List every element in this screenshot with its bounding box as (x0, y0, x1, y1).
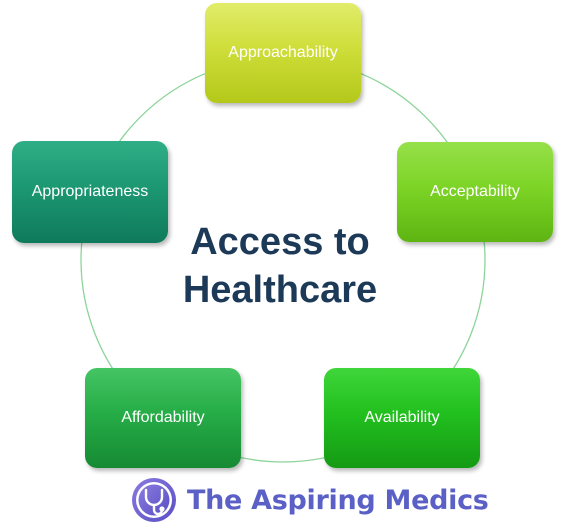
center-title: Access to Healthcare (130, 218, 430, 314)
node-label: Acceptability (430, 183, 520, 200)
brand-footer: The Aspiring Medics (131, 476, 489, 524)
node-label: Approachability (228, 44, 338, 61)
node-label: Availability (364, 409, 440, 426)
node-acceptability: Acceptability (397, 142, 553, 242)
node-affordability: Affordability (85, 368, 241, 468)
brand-name: The Aspiring Medics (187, 484, 489, 516)
node-appropriateness: Appropriateness (12, 141, 168, 243)
stethoscope-icon (132, 478, 176, 522)
center-title-line-1: Access to (190, 221, 370, 263)
node-label: Affordability (121, 409, 205, 426)
node-availability: Availability (324, 368, 480, 468)
node-approachability: Approachability (205, 3, 361, 103)
center-title-line-2: Healthcare (182, 269, 378, 311)
node-label: Appropriateness (31, 183, 149, 200)
